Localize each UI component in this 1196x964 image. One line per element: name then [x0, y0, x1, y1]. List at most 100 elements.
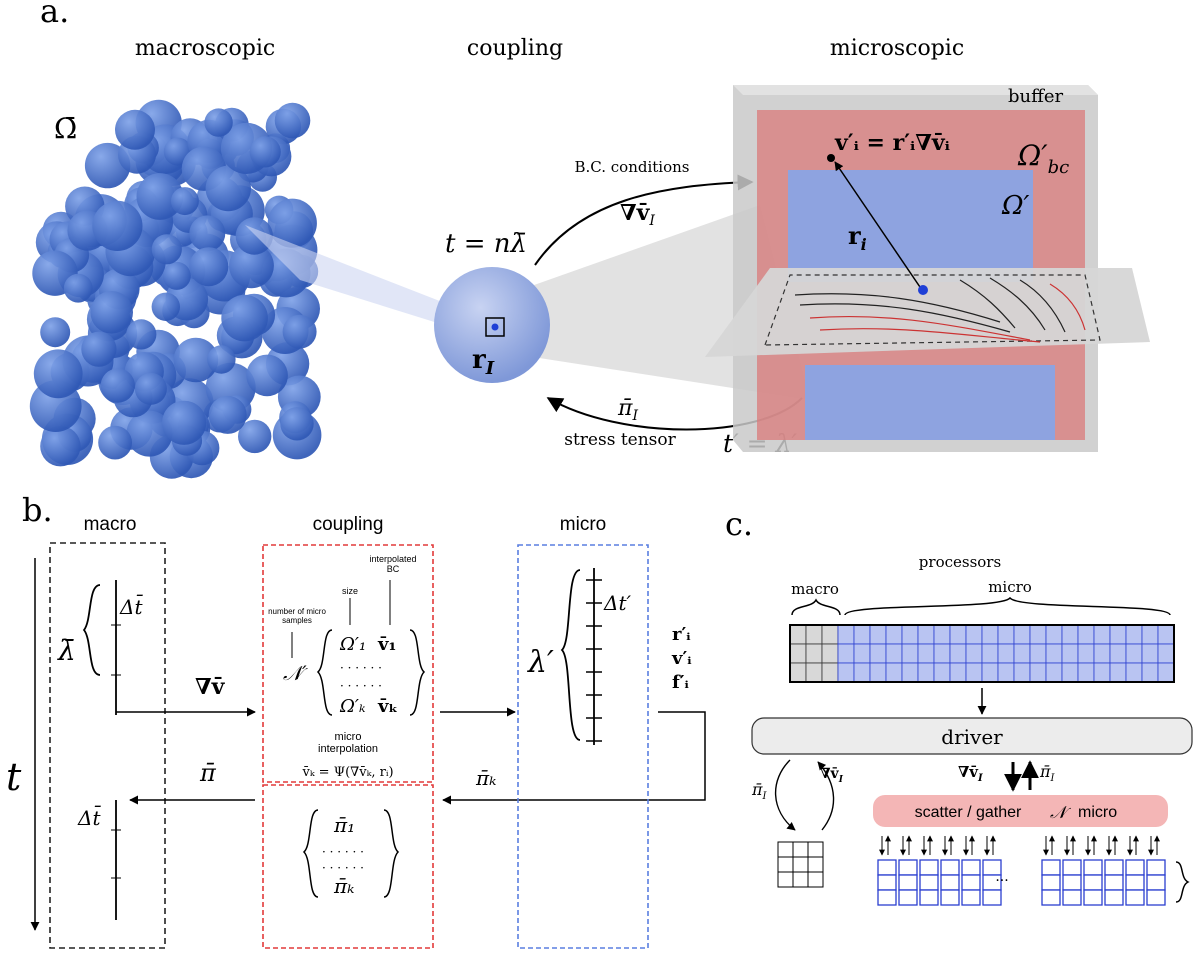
micro-grid-cell	[1104, 874, 1124, 891]
v-1-label: v̄₁	[377, 634, 396, 655]
cluster-sphere	[162, 400, 207, 445]
v-k-label: v̄ₖ	[377, 696, 398, 717]
micro-processor-cell	[917, 624, 935, 645]
macro-loop-up	[817, 761, 835, 831]
time-axis-label: t	[6, 755, 22, 799]
micro-processor-cell	[837, 662, 855, 683]
micro-processor-cell	[1157, 662, 1175, 683]
micro-processor-cell	[1045, 643, 1063, 664]
micro-domain	[705, 85, 1150, 452]
n-prime-label: 𝒩′	[283, 661, 308, 685]
pi-I-label: π̄I	[617, 396, 638, 424]
ellipsis-label: ···	[995, 873, 1008, 889]
macro-proc-label: macro	[791, 580, 839, 598]
micro-processor-cell	[949, 643, 967, 664]
lambda-bar-brace	[82, 584, 101, 676]
coupling-brace-left	[316, 629, 333, 716]
cluster-sphere	[205, 165, 251, 212]
plane-dashed-outline	[764, 274, 1101, 346]
omega-prime-lower	[805, 365, 1055, 440]
cluster-sphere	[249, 136, 281, 168]
cluster-sphere	[235, 217, 273, 255]
micro-grid-cell	[877, 859, 897, 876]
micro-processor-cell	[917, 643, 935, 664]
coupling-brace-right	[409, 629, 426, 716]
micro-processor-cell	[933, 662, 951, 683]
cluster-sphere	[282, 314, 317, 349]
micro-processor-cell	[981, 624, 999, 645]
micro-grid-cell	[919, 874, 939, 891]
sample-point	[491, 323, 499, 331]
r-i-label: ri	[848, 221, 867, 254]
header-macro: macro	[84, 514, 137, 535]
micro-processor-cell	[1013, 624, 1031, 645]
cluster-sphere	[134, 372, 167, 405]
micro-box	[517, 544, 649, 949]
micro-grid-cell	[877, 874, 897, 891]
omega-prime-label: Ω′	[1001, 191, 1030, 221]
micro-processor-cell	[1045, 624, 1063, 645]
micro-processor-cell	[853, 662, 871, 683]
lambda-bar-label: λ̄	[57, 634, 76, 667]
cluster-sphere	[40, 426, 81, 467]
micro-processor-cell	[901, 643, 919, 664]
macro-processor-cell	[821, 662, 839, 683]
micro-processor-cell	[869, 643, 887, 664]
micro-processor-cell	[965, 662, 983, 683]
cluster-sphere	[189, 215, 226, 252]
f-prime-label: f′ᵢ	[672, 672, 689, 693]
omega-bar-label: Ω̄	[54, 112, 77, 145]
micro-grid-cell	[1146, 859, 1166, 876]
panel-b-label: b.	[22, 491, 53, 529]
micro-grid-cell	[1146, 889, 1166, 906]
bc-conditions-label: B.C. conditions	[575, 158, 690, 176]
r-I-label: rI	[472, 345, 495, 379]
micro-processor-cell	[917, 662, 935, 683]
micro-processor-cell	[1093, 624, 1111, 645]
lambda-prime-brace	[560, 569, 581, 741]
macro-processor-cell	[805, 624, 823, 645]
micro-processor-cell	[1061, 643, 1079, 664]
micro-grid-cell	[1041, 859, 1061, 876]
micro-grid-cell	[1062, 889, 1082, 906]
micro-processor-cell	[1125, 643, 1143, 664]
micro-processor-cell	[853, 643, 871, 664]
micro-processor-cell	[1125, 662, 1143, 683]
n-micro-label: micro	[1078, 804, 1117, 821]
cluster-sphere	[40, 317, 71, 348]
micro-grid-cell	[898, 874, 918, 891]
micro-processor-cell	[853, 624, 871, 645]
micro-processor-cell	[965, 624, 983, 645]
macro-small-cell	[777, 871, 794, 888]
macro-processor-cell	[805, 643, 823, 664]
cluster-sphere	[63, 273, 93, 303]
particle-point	[827, 154, 835, 162]
micro-processor-cell	[1093, 643, 1111, 664]
coupling-box-bottom	[262, 784, 434, 949]
macro-box	[49, 542, 166, 949]
cluster-sphere	[81, 331, 117, 367]
stress-tensor-label: stress tensor	[564, 430, 676, 450]
sample-box	[485, 317, 505, 337]
micro-processor-cell	[997, 662, 1015, 683]
micro-processor-cell	[885, 643, 903, 664]
micro-grids-row	[877, 859, 1166, 906]
omega-1-label: Ω′₁	[339, 634, 366, 655]
micro-grid-cell	[1083, 874, 1103, 891]
micro-processor-cell	[901, 662, 919, 683]
cluster-sphere	[280, 407, 314, 441]
cluster-sphere	[207, 345, 236, 374]
micro-processor-cell	[1077, 624, 1095, 645]
micro-processor-cell	[1109, 643, 1127, 664]
macro-small-cell	[792, 841, 809, 858]
grad-v-label: ∇v̄	[195, 674, 226, 700]
micro-processor-cell	[1029, 643, 1047, 664]
scatter-gather-label: scatter / gather	[915, 804, 1022, 821]
micro-grid-cell	[1125, 874, 1145, 891]
cluster-sphere	[204, 108, 233, 137]
micro-processor-cell	[1061, 662, 1079, 683]
micro-processor-cell	[1029, 624, 1047, 645]
micro-grid-cell	[1041, 889, 1061, 906]
micro-processor-cell	[1029, 662, 1047, 683]
micro-processor-cell	[1141, 662, 1159, 683]
